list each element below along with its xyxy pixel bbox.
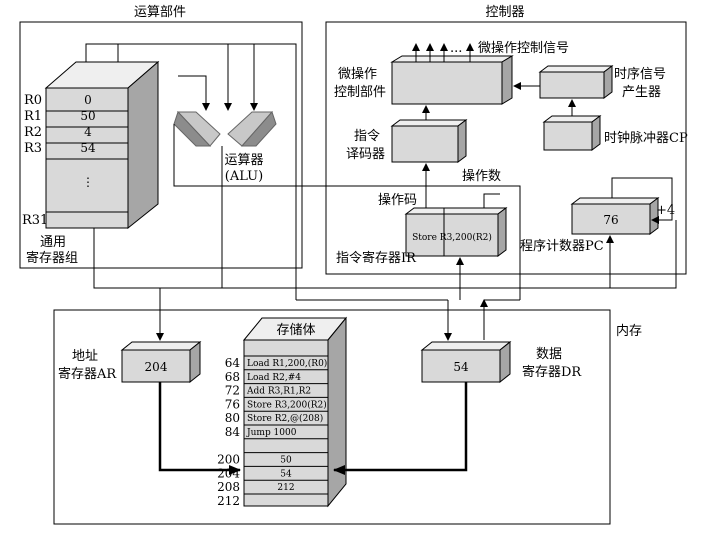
- storage-title: 存储体: [276, 323, 315, 338]
- memory-address: 84: [225, 425, 241, 439]
- register-name-r31: R31: [22, 213, 48, 228]
- timing-label-line2: 产生器: [622, 85, 661, 100]
- alu-unit-title: 运算部件: [134, 5, 186, 20]
- control-signals-label: 微操作控制信号: [478, 40, 569, 56]
- register-value-r1: 50: [80, 109, 95, 123]
- address-register: [120, 340, 202, 384]
- micro-op-label-line1: 微操作: [338, 66, 377, 82]
- storage-body: [242, 316, 348, 508]
- instruction-decoder: [390, 119, 468, 163]
- operand-label: 操作数: [462, 168, 501, 184]
- decoder-label-line2: 译码器: [346, 147, 385, 162]
- dr-label-line2: 寄存器DR: [522, 364, 582, 380]
- pc-label: 程序计数器PC: [520, 239, 604, 254]
- memory-cell-content: Load R2,#4: [247, 373, 301, 383]
- memory-data-arrows: [158, 382, 468, 475]
- controller-frame: [325, 21, 687, 275]
- memory-address: 200: [217, 453, 240, 467]
- memory-cell-content: 212: [277, 483, 294, 493]
- memory-address: 80: [225, 411, 240, 425]
- memory-address: 208: [217, 480, 240, 494]
- memory-cell-content: 54: [280, 469, 292, 479]
- register-name-r2: R2: [24, 125, 42, 140]
- ar-label-line1: 地址: [72, 349, 98, 364]
- ir-label: 指令寄存器IR: [336, 250, 417, 266]
- register-group-label-line2: 寄存器组: [26, 250, 78, 266]
- memory-cell-content: 50: [280, 456, 292, 466]
- register-file: [44, 60, 160, 230]
- memory-address: 68: [225, 370, 240, 384]
- register-name-r1: R1: [24, 109, 42, 124]
- pc-value: 76: [603, 213, 618, 227]
- alu-label-line2: (ALU): [225, 169, 263, 184]
- control-signal-arrows: [412, 43, 474, 62]
- decoder-label-line1: 指令: [354, 129, 380, 144]
- register-name-r0: R0: [24, 93, 42, 108]
- micro-op-label-line2: 控制部件: [334, 85, 386, 100]
- register-ellipsis: ⋮: [82, 175, 94, 189]
- pc-increment: +4: [656, 203, 675, 218]
- memory-rows: 64 Load R1,200,(R0) 68 Load R2,#4 72 Add R3,R…: [217, 355, 328, 508]
- memory-address: 64: [225, 356, 241, 370]
- memory-address: 212: [217, 494, 240, 508]
- memory-address: 76: [225, 397, 240, 411]
- register-group-label-line1: 通用: [40, 235, 66, 250]
- program-counter: [570, 197, 660, 235]
- instruction-register: [404, 207, 508, 257]
- alu-unit-frame: [19, 21, 303, 269]
- clock-label: 时钟脉冲器CP: [604, 130, 688, 146]
- register-value-r0: 0: [84, 93, 92, 107]
- alu-wiring: [85, 43, 677, 341]
- data-register: [420, 340, 512, 384]
- dr-value: 54: [453, 360, 469, 374]
- timing-signal-generator: [538, 65, 614, 99]
- register-value-r3: 54: [80, 141, 96, 155]
- memory-cell-content: Jump 1000: [246, 428, 297, 438]
- register-value-r2: 4: [84, 125, 92, 139]
- memory-cell-content: Store R2,@(208): [247, 413, 323, 424]
- register-name-r3: R3: [24, 141, 42, 156]
- ar-label-line2: 寄存器AR: [58, 366, 117, 382]
- alu-shape: [173, 111, 277, 147]
- ar-value: 204: [145, 360, 168, 374]
- memory-frame: [53, 309, 611, 525]
- ir-wiring: [422, 163, 500, 300]
- micro-op-control-unit: [390, 55, 514, 105]
- memory-cell-content: Load R1,200,(R0): [247, 358, 327, 369]
- dr-label-line1: 数据: [536, 347, 562, 362]
- ir-content: Store R3,200(R2): [412, 232, 492, 243]
- memory-cell-content: Add R3,R1,R2: [246, 387, 311, 397]
- memory-cell-content: Store R3,200(R2): [247, 399, 327, 410]
- pc-wiring: [606, 177, 677, 288]
- memory-section-title: 内存: [616, 323, 642, 339]
- memory-address: 204: [217, 466, 240, 480]
- clock-pulse-generator: [542, 115, 602, 151]
- controller-title: 控制器: [485, 5, 524, 20]
- timing-label-line1: 时序信号: [614, 67, 666, 82]
- alu-label-line1: 运算器: [224, 153, 263, 168]
- opcode-label: 操作码: [378, 192, 417, 208]
- control-signals-ellipsis: ...: [450, 41, 462, 56]
- memory-address: 72: [225, 384, 240, 398]
